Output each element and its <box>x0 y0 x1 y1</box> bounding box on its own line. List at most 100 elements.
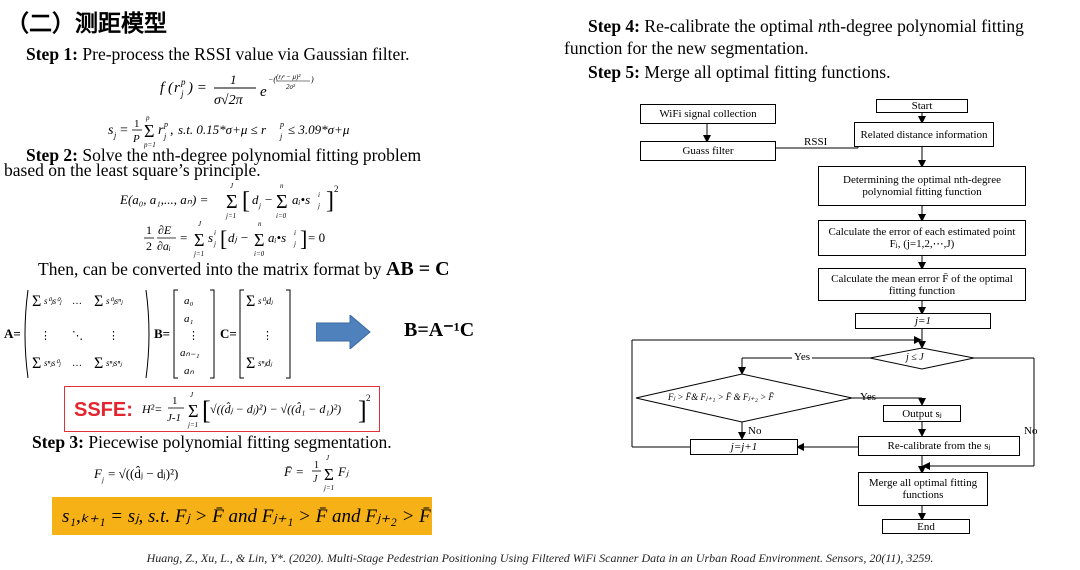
svg-text:1: 1 <box>230 72 237 87</box>
svg-text:j: j <box>258 202 261 210</box>
svg-text:aᵢ•s: aᵢ•s <box>292 192 310 207</box>
svg-text:= √((d̂ⱼ − dⱼ)²): = √((d̂ⱼ − dⱼ)²) <box>108 466 178 481</box>
svg-text:j: j <box>113 131 117 140</box>
sj-formula-svg: s j = 1 P p Σ p=1 r p j , s.t. 0.15*σ+μ … <box>108 114 350 149</box>
svg-text:1: 1 <box>314 460 319 471</box>
svg-text:j: j <box>317 202 320 210</box>
flow-merge-box: Merge all optimal fitting functions <box>858 472 988 506</box>
matrix-b-label: B= <box>154 326 170 341</box>
flow-rssi-label: RSSI <box>804 136 828 148</box>
step1-label: Step 1: <box>26 44 79 64</box>
svg-text:j: j <box>213 240 216 248</box>
svg-text:aₙ: aₙ <box>184 365 195 377</box>
svg-text:2: 2 <box>334 184 339 194</box>
svg-text:Σ: Σ <box>276 191 288 213</box>
svg-text:j=1: j=1 <box>193 250 204 258</box>
flow-jinc-box: j=j+1 <box>690 439 798 455</box>
step3-line: Step 3: Piecewise polynomial fitting seg… <box>32 432 392 453</box>
blue-arrow-icon <box>315 313 372 354</box>
svg-text:i: i <box>214 229 216 237</box>
svg-text:[: [ <box>202 396 211 425</box>
svg-text:): ) <box>310 75 314 84</box>
svg-text:∂E: ∂E <box>158 223 172 237</box>
svg-text:(: ( <box>168 80 174 96</box>
svg-text:Σ: Σ <box>188 401 198 421</box>
step4-line: Step 4: Re-calibrate the optimal nth-deg… <box>588 16 1024 37</box>
svg-text:⋮: ⋮ <box>262 330 273 342</box>
svg-text:j: j <box>279 132 283 141</box>
svg-text:]: ] <box>326 188 334 214</box>
svg-text:Σ: Σ <box>254 230 264 250</box>
svg-text:1: 1 <box>172 395 178 407</box>
svg-text:=: = <box>180 230 187 245</box>
svg-text:(rⱼᵖ − μ)²: (rⱼᵖ − μ)² <box>276 73 301 81</box>
svg-text:i: i <box>318 191 320 199</box>
svg-text:]: ] <box>358 396 367 425</box>
derivative-formula: 1 2 ∂E ∂aᵢ = J Σ j=1 s i j [ dⱼ − n Σ i=… <box>144 218 344 263</box>
svg-text:sⁿⱼs⁰ⱼ: sⁿⱼs⁰ⱼ <box>44 358 62 368</box>
svg-text:√((d̂ⱼ − dⱼ)²) − √((d̂₁ − d₁)²: √((d̂ⱼ − dⱼ)²) − √((d̂₁ − d₁)²) <box>210 402 341 416</box>
svg-text:i=0: i=0 <box>276 212 287 220</box>
step2-label: Step 2: <box>26 145 79 165</box>
svg-text:s⁰ⱼdⱼ: s⁰ⱼdⱼ <box>258 296 274 306</box>
svg-text:s⁰ⱼs⁰ⱼ: s⁰ⱼs⁰ⱼ <box>44 296 63 306</box>
svg-text:p: p <box>163 120 168 129</box>
svg-text:[: [ <box>242 188 250 214</box>
flow-no1-label: No <box>1024 425 1038 437</box>
svg-text:Σ: Σ <box>226 191 238 213</box>
fbar-formula: F̄ = 1 J J Σ j=1 Fⱼ <box>283 452 394 497</box>
svg-text:−: − <box>265 192 272 207</box>
svg-text:j: j <box>293 240 296 248</box>
svg-text:2σ²: 2σ² <box>286 83 296 91</box>
flow-start-box: Start <box>876 99 968 113</box>
svg-text:a₁: a₁ <box>184 313 194 325</box>
svg-text:p: p <box>180 77 186 87</box>
ssfe-label: SSFE: <box>74 399 133 421</box>
step5-line: Step 5: Merge all optimal fitting functi… <box>588 62 890 83</box>
svg-text:i: i <box>294 229 296 237</box>
segmentation-formula: s₁,ₖ₊₁ = sⱼ, s.t. Fⱼ > F̄ and Fⱼ₊₁ > F̄ … <box>62 506 431 527</box>
gaussian-formula-svg: f ( r p j ) = 1 σ√2π e −( (rⱼᵖ − μ)² 2σ²… <box>160 72 314 108</box>
svg-text:F̄ =: F̄ = <box>284 464 304 479</box>
flow-end-box: End <box>882 519 970 534</box>
svg-text:…: … <box>72 358 82 369</box>
svg-text:Σ: Σ <box>32 293 41 310</box>
ssfe-box <box>64 386 380 432</box>
matrix-block: A= Σ s⁰ⱼs⁰ⱼ … Σ s⁰ⱼsⁿⱼ ⋮ ⋱ ⋮ Σ sⁿⱼs⁰ⱼ … … <box>4 284 304 389</box>
svg-text:d: d <box>252 192 259 207</box>
svg-text:p: p <box>279 120 284 129</box>
flow-output-box: Output sⱼ <box>883 405 961 422</box>
svg-text:⋮: ⋮ <box>108 330 119 342</box>
svg-text:J-1: J-1 <box>167 412 181 424</box>
step3-label: Step 3: <box>32 432 85 452</box>
step1-text: Pre-process the RSSI value via Gaussian … <box>78 44 410 64</box>
svg-text:a₀: a₀ <box>184 295 194 307</box>
svg-text:1: 1 <box>134 118 140 130</box>
step1-line: Step 1: Pre-process the RSSI value via G… <box>26 44 409 65</box>
svg-text:⋮: ⋮ <box>40 330 51 342</box>
svg-text:s.t. 0.15*σ+μ ≤ r: s.t. 0.15*σ+μ ≤ r <box>178 122 267 137</box>
svg-text:⋮: ⋮ <box>188 330 199 342</box>
flow-no2-label: No <box>748 425 762 437</box>
step2-text: Solve the nth-degree polynomial fitting … <box>78 145 422 165</box>
svg-text:]: ] <box>300 226 307 251</box>
error-sum-formula: E(a₀, a₁,..., aₙ) = J Σ j=1 [ d j − n Σ … <box>119 180 360 225</box>
svg-text:aₙ₋₁: aₙ₋₁ <box>180 347 200 359</box>
flow-determine-box: Determining the optimal nth-degree polyn… <box>818 166 1026 206</box>
svg-text:Σ: Σ <box>194 230 204 250</box>
step4-n: n <box>817 16 827 36</box>
condition-j-diamond <box>869 347 975 370</box>
step2-text-line2: based on the least square’s principle. <box>4 160 261 180</box>
flow-j1-box: j=1 <box>855 313 991 329</box>
svg-text:Σ: Σ <box>94 355 103 372</box>
ssfe-formula-svg: H²= 1 J-1 Σ J j=1 [ √((d̂ⱼ − dⱼ)²) − √((… <box>141 391 371 429</box>
svg-text:p: p <box>145 114 150 122</box>
step4-label: Step 4: <box>588 16 641 36</box>
ssfe-formula: H²= 1 J-1 Σ J j=1 [ √((d̂ⱼ − dⱼ)²) − √((… <box>141 389 374 436</box>
svg-text:j: j <box>180 89 184 99</box>
svg-text:J: J <box>326 454 330 462</box>
svg-text:= 0: = 0 <box>308 230 325 245</box>
svg-text:P: P <box>132 133 140 145</box>
svg-text:⋱: ⋱ <box>72 330 83 342</box>
